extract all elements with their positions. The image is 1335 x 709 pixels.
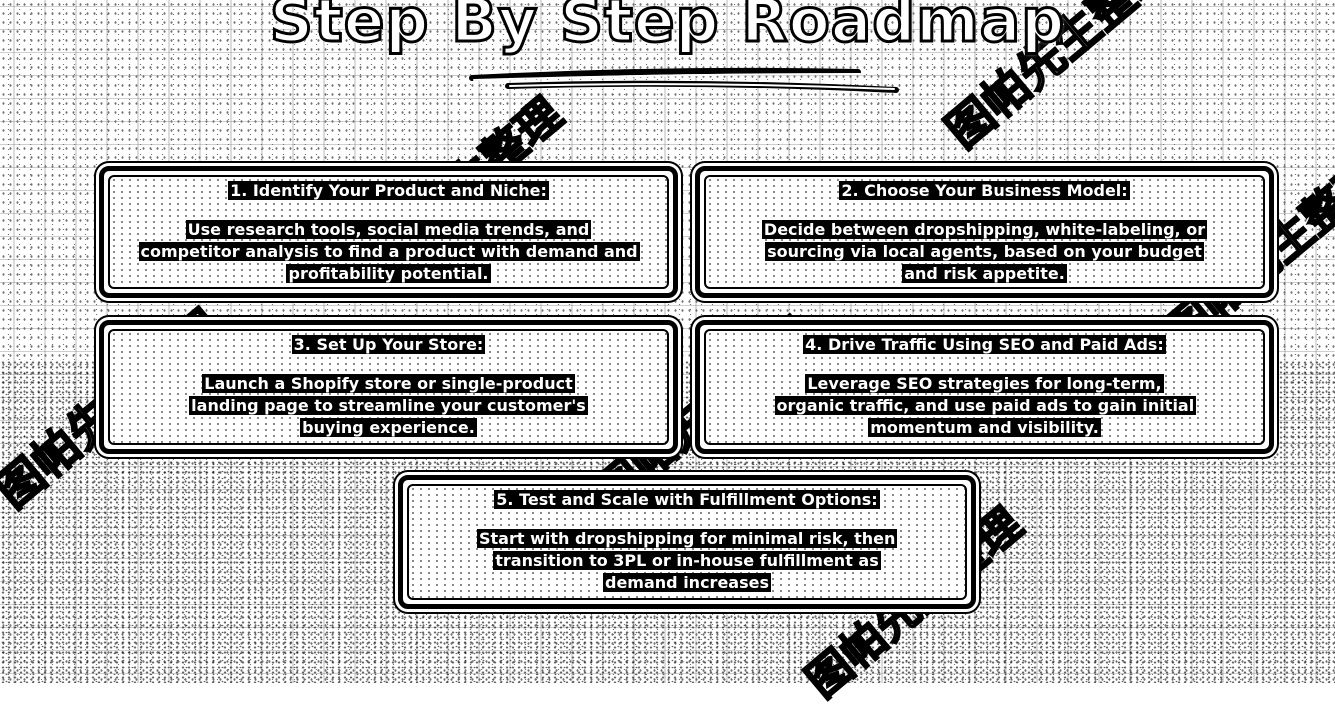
step-4-heading: 4. Drive Traffic Using SEO and Paid Ads: (803, 335, 1166, 354)
page-title: Step By Step Roadmap (268, 0, 1066, 58)
step-2-body: Decide between dropshipping, white-label… (761, 220, 1208, 283)
step-5-heading: 5. Test and Scale with Fulfillment Optio… (494, 490, 880, 509)
title-underline (469, 67, 899, 93)
roadmap-step-5: 5. Test and Scale with Fulfillment Optio… (398, 475, 976, 609)
roadmap-step-3: 3. Set Up Your Store: Launch a Shopify s… (99, 320, 678, 454)
step-1-heading: 1. Identify Your Product and Niche: (228, 181, 549, 200)
step-5-body: Start with dropshipping for minimal risk… (477, 529, 898, 592)
step-3-body: Launch a Shopify store or single-product… (189, 374, 588, 437)
step-4-body: Leverage SEO strategies for long-term, o… (774, 374, 1197, 437)
step-1-body: Use research tools, social media trends,… (138, 220, 640, 283)
step-3-heading: 3. Set Up Your Store: (291, 335, 486, 354)
step-2-heading: 2. Choose Your Business Model: (839, 181, 1130, 200)
roadmap-step-1: 1. Identify Your Product and Niche: Use … (99, 166, 678, 298)
roadmap-step-2: 2. Choose Your Business Model: Decide be… (695, 166, 1274, 298)
roadmap-step-4: 4. Drive Traffic Using SEO and Paid Ads:… (695, 320, 1274, 454)
